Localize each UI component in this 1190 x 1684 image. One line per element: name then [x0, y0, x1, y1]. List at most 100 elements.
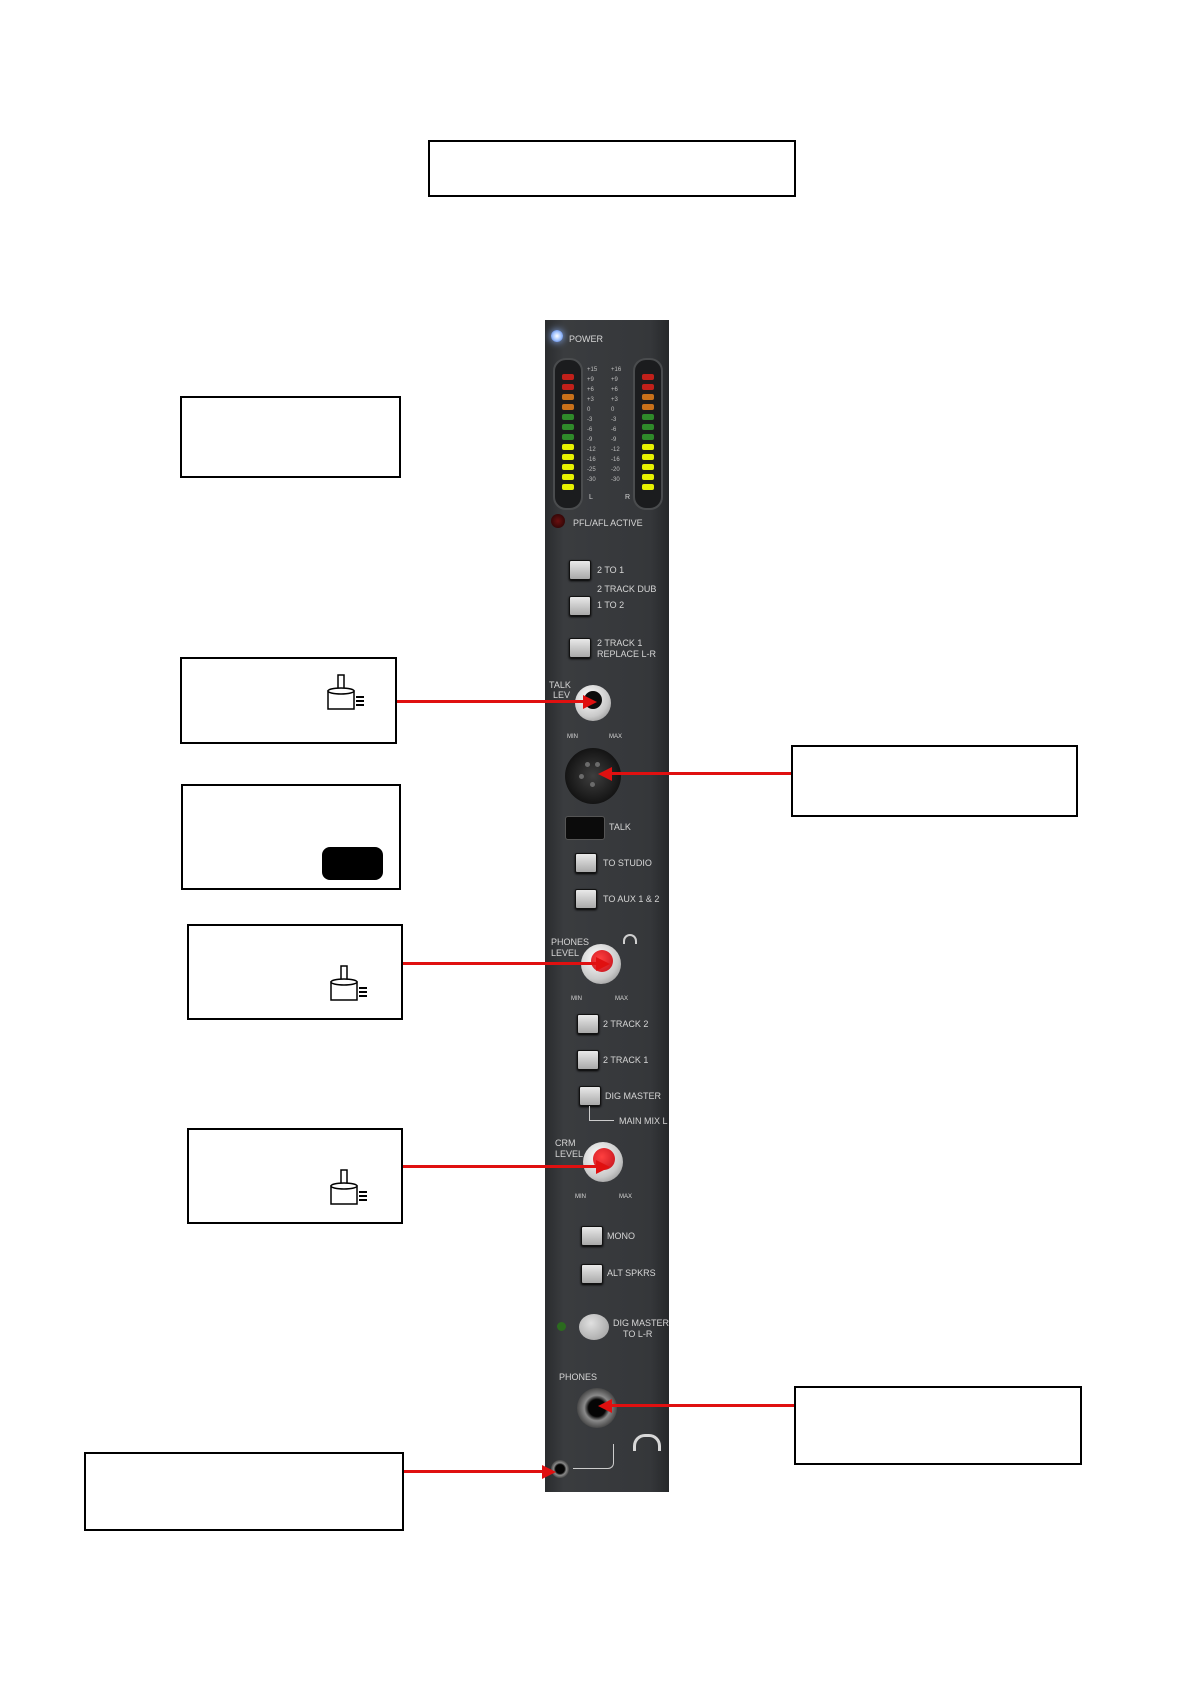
meter-scale-right-tick: +6 [611, 387, 618, 393]
mono-button[interactable] [581, 1226, 603, 1246]
to-studio-label: TO STUDIO [603, 858, 652, 868]
button-pill-icon [322, 847, 383, 880]
crm-max-label: MAX [619, 1194, 633, 1200]
headphones-icon [633, 1434, 661, 1451]
talk-button[interactable] [565, 816, 605, 840]
main-mix-label: MAIN MIX L [619, 1116, 668, 1126]
meter-scale-right-tick: 0 [611, 407, 615, 413]
lev-label: LEV [553, 690, 571, 700]
talk-max-label: MAX [609, 734, 623, 740]
callout-talk-mic [791, 745, 1078, 817]
meter-led [562, 434, 574, 440]
meter-led [562, 404, 574, 410]
meter-scale-right-tick: -9 [611, 437, 617, 443]
phones-max-label: MAX [615, 996, 629, 1002]
alt-spkrs-button[interactable] [581, 1264, 603, 1284]
meter-scale-left-tick: +9 [587, 377, 594, 383]
meter-scale-left-tick: -3 [587, 417, 593, 423]
potentiometer-icon [330, 1169, 367, 1205]
meter-scale-left-tick: +6 [587, 387, 594, 393]
title-box [428, 140, 796, 197]
meter-led [642, 424, 654, 430]
meter-led [642, 484, 654, 490]
callout-crm-level [187, 1128, 403, 1224]
meter-led [642, 474, 654, 480]
to-lr-label: TO L-R [623, 1329, 653, 1339]
meter-led [642, 434, 654, 440]
meter-right-label: R [625, 494, 631, 501]
meter-scale-left-tick: -25 [587, 467, 596, 473]
callout-meter [180, 396, 401, 478]
callout-talk-level [180, 657, 397, 744]
arrowhead-icon [596, 1160, 610, 1174]
meter-scale-right-tick: +3 [611, 397, 618, 403]
dig-master-to-label: DIG MASTER [613, 1318, 670, 1328]
meter-led [562, 374, 574, 380]
meter-scale-left-tick: +3 [587, 397, 594, 403]
meter-led [562, 474, 574, 480]
meter-led [642, 394, 654, 400]
talk-button-label: TALK [609, 822, 631, 832]
to-aux-button[interactable] [575, 889, 597, 909]
talk-label: TALK [549, 680, 571, 690]
one-to-two-button[interactable] [569, 596, 591, 616]
arrow-talk-mic [612, 772, 791, 775]
arrow-talk-level [397, 700, 585, 703]
meter-led [642, 404, 654, 410]
crm-label: CRM [555, 1138, 576, 1148]
replace-lr-button[interactable] [569, 638, 591, 658]
meter-led [642, 444, 654, 450]
meter-scale-left-tick: -12 [587, 447, 596, 453]
meter-scale-right-tick: -30 [611, 477, 620, 483]
two-track-dub-label: 2 TRACK DUB [597, 584, 657, 594]
arrow-mini-jack [404, 1470, 544, 1473]
meter-left-label: L [589, 494, 593, 501]
talkback-mic-icon [565, 748, 621, 804]
power-label: POWER [569, 334, 604, 344]
two-track1b-label: 2 TRACK 1 [603, 1055, 649, 1065]
meter-led [562, 424, 574, 430]
bracket-line-jack [573, 1444, 614, 1469]
meter-left [553, 358, 583, 510]
meter-scale-left-tick: -9 [587, 437, 593, 443]
dig-master-button[interactable] [579, 1086, 601, 1106]
phones-min-label: MIN [571, 996, 582, 1002]
phones-label: PHONES [551, 937, 590, 947]
arrowhead-icon [598, 1399, 612, 1413]
meter-scale-right-tick: -6 [611, 427, 617, 433]
dig-master-to-lr-button[interactable] [579, 1314, 609, 1340]
meter-scale-left-tick: -16 [587, 457, 596, 463]
dig-master-led-icon [557, 1322, 566, 1331]
meter-led [562, 394, 574, 400]
dig-master-label: DIG MASTER [605, 1091, 662, 1101]
headphone-icon [623, 934, 637, 944]
two-track2-label: 2 TRACK 2 [603, 1019, 649, 1029]
two-track1-button[interactable] [577, 1050, 599, 1070]
meter-scale-left-tick: -6 [587, 427, 593, 433]
meter-led [642, 454, 654, 460]
level-label: LEVEL [551, 948, 580, 958]
to-aux-label: TO AUX 1 & 2 [603, 894, 660, 904]
meter-led [642, 384, 654, 390]
arrowhead-icon [542, 1465, 556, 1479]
meter-right [633, 358, 663, 510]
meter-led [562, 464, 574, 470]
meter-led [562, 414, 574, 420]
callout-mini-jack [84, 1452, 404, 1531]
meter-led [562, 454, 574, 460]
meter-scale-right-tick: -20 [611, 467, 620, 473]
meter-scale-right-tick: +9 [611, 377, 618, 383]
power-led-icon [551, 330, 563, 342]
meter-scale-left-tick: 0 [587, 407, 591, 413]
alt-spkrs-label: ALT SPKRS [607, 1268, 656, 1278]
to-studio-button[interactable] [575, 853, 597, 873]
meter-led [562, 444, 574, 450]
crm-level-label: LEVEL [555, 1149, 584, 1159]
callout-phones-level [187, 924, 403, 1020]
one-to-two-label: 1 TO 2 [597, 600, 625, 610]
meter-scale-right-tick: -3 [611, 417, 617, 423]
two-track2-button[interactable] [577, 1014, 599, 1034]
two-to-one-button[interactable] [569, 560, 591, 580]
arrowhead-icon [583, 695, 597, 709]
